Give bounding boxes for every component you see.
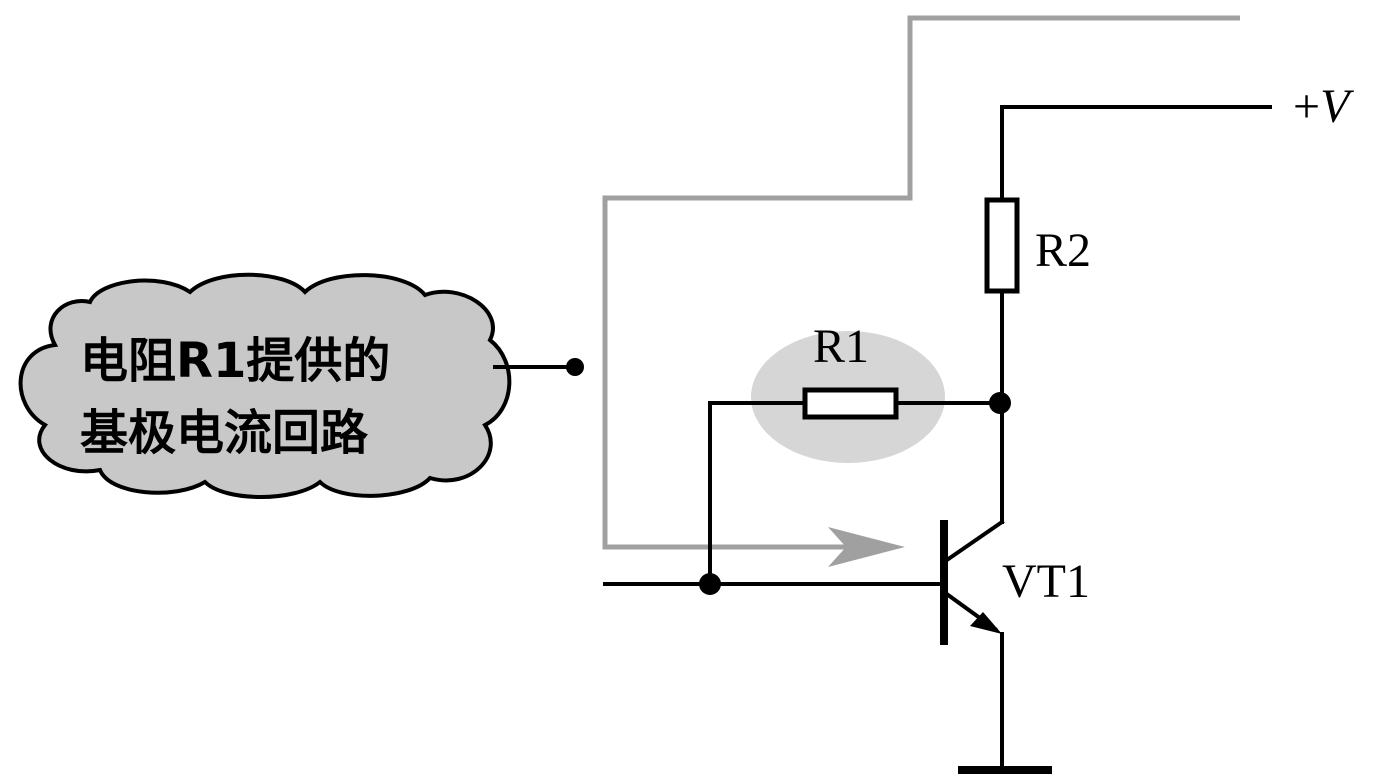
callout-line-2: 基极电流回路 [80,405,369,461]
callout-cloud: 电阻R1提供的 基极电流回路 [18,272,512,499]
supply-wire [1000,105,1272,202]
base-bar [940,520,948,645]
callout-line-1: 电阻R1提供的 [80,333,390,389]
label-r2: R2 [1035,224,1091,277]
emitter-arrow-icon [970,612,1002,634]
junction-dot-base [699,573,721,595]
collector-lead [941,519,1005,565]
supply-label: +V [1293,80,1354,133]
current-arrow-icon [828,527,905,567]
base-current-path [602,15,1240,567]
label-r1: R1 [813,320,869,373]
callout-leader-dot [566,358,584,376]
transistor-vt1 [940,519,1005,770]
label-vt1: VT1 [1002,555,1090,608]
r1-left-wire [708,401,807,586]
resistor-r1 [802,387,899,420]
resistor-r2 [984,197,1020,294]
